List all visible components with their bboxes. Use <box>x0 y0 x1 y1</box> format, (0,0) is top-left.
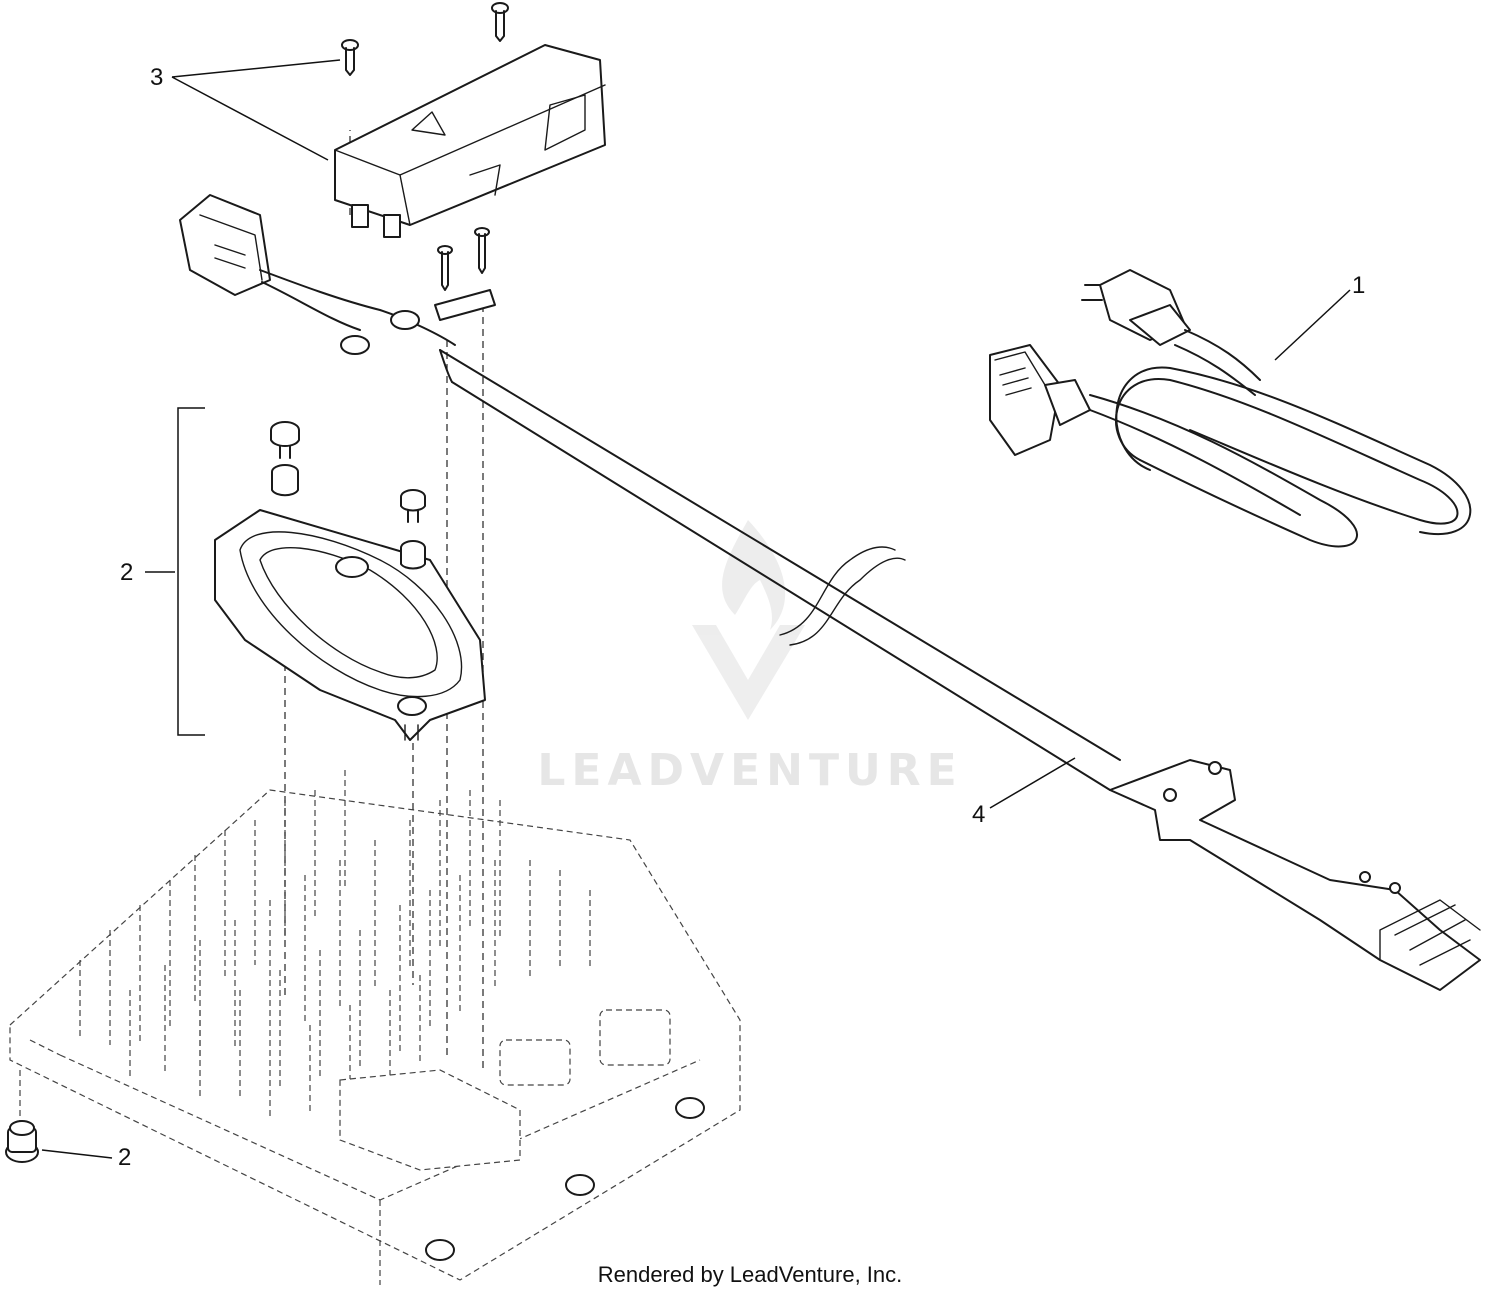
harness-screws <box>434 227 496 321</box>
callout-3-label: 3 <box>150 64 163 91</box>
callout-3: 3 <box>150 59 341 161</box>
callout-1: 1 <box>1274 272 1365 361</box>
callout-4: 4 <box>972 757 1076 828</box>
cover-screw-right <box>491 2 509 42</box>
callout-1-label: 1 <box>1352 272 1365 299</box>
flame-v-logo-icon <box>692 520 805 720</box>
controller-heatsink <box>9 770 741 1285</box>
bracket-screw-left <box>270 421 300 459</box>
charge-plug <box>1109 759 1481 991</box>
callout-2-bracket: 2 <box>120 407 205 736</box>
bracket-spacer-right <box>400 540 426 570</box>
rubber-bumper <box>5 1070 39 1163</box>
terminal-cover <box>334 44 606 238</box>
watermark-text: LEADVENTURE <box>537 745 962 796</box>
bracket-spacer-left <box>271 464 299 497</box>
heatsink-fins <box>79 770 591 1120</box>
cover-screw-left <box>341 39 359 76</box>
charge-cable <box>439 349 1121 791</box>
bracket-assembly <box>214 509 486 741</box>
callout-2-bumper-label: 2 <box>118 1144 131 1171</box>
callout-2-label: 2 <box>120 559 133 586</box>
render-credit: Rendered by LeadVenture, Inc. <box>597 1262 903 1287</box>
power-cord <box>989 269 1472 548</box>
callout-4-label: 4 <box>972 801 985 828</box>
callout-2-bumper: 2 <box>41 1144 131 1171</box>
harness-connector <box>179 194 456 355</box>
bracket-screw-right <box>400 489 426 523</box>
